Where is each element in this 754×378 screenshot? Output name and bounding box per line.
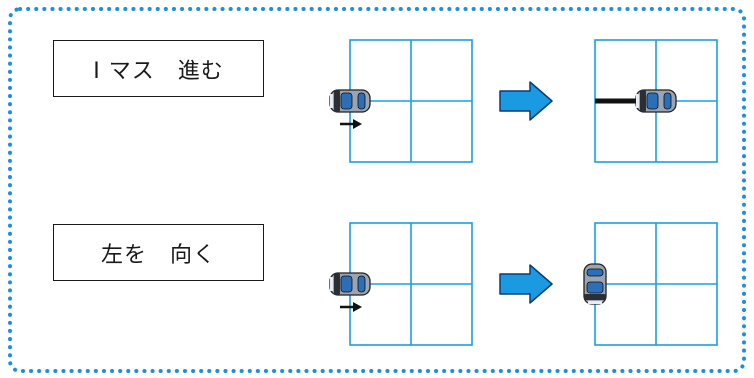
small-direction-arrow-icon bbox=[338, 117, 364, 131]
instruction-label: I マス 進む bbox=[93, 58, 224, 84]
car-icon bbox=[583, 263, 607, 305]
car-icon bbox=[329, 272, 371, 296]
instruction-turn-left: 左を 向く bbox=[53, 224, 264, 281]
right-arrow-icon bbox=[499, 264, 553, 304]
car-icon bbox=[329, 89, 371, 113]
car-icon bbox=[635, 89, 677, 113]
small-direction-arrow-icon bbox=[338, 300, 364, 314]
instruction-label: 左を 向く bbox=[100, 242, 216, 268]
grid-after-turn bbox=[594, 222, 718, 346]
instruction-move-one-square: I マス 進む bbox=[53, 40, 264, 97]
right-arrow-icon bbox=[499, 81, 553, 121]
